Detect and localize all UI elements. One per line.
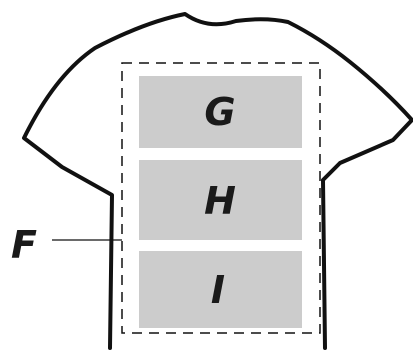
panel-i-label: I: [211, 268, 225, 312]
callout-f-label: F: [11, 223, 37, 267]
panel-g-label: G: [204, 90, 235, 134]
panel-h-label: H: [204, 179, 236, 223]
